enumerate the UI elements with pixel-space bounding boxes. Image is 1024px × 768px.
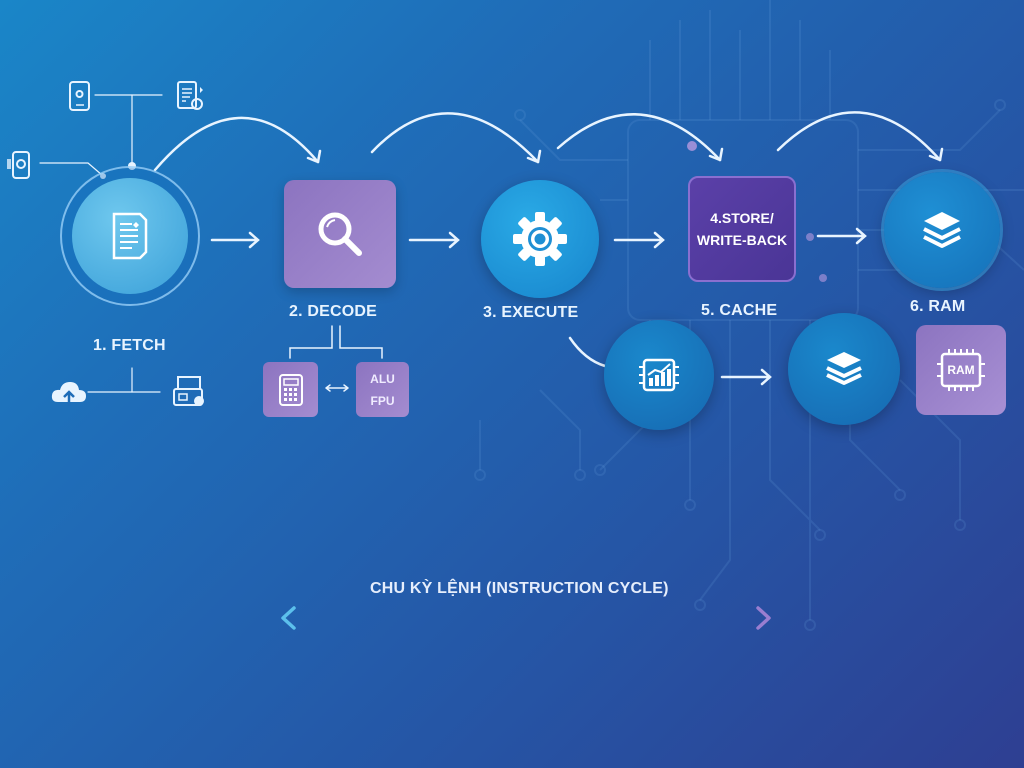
document-icon [112, 212, 148, 260]
chip-chart-node[interactable] [604, 320, 714, 430]
writeback-label: WRITE-BACK [696, 232, 788, 248]
fpu-label: FPU [370, 393, 395, 408]
step-label-execute: 3. EXECUTE [483, 304, 579, 321]
chip-chart-icon [639, 358, 679, 392]
step-label-fetch: 1. FETCH [93, 337, 166, 354]
alu-label: ALU [370, 371, 395, 386]
hard-drive-icon [69, 81, 90, 111]
ram-chip-label: RAM [947, 363, 975, 377]
fetch-node[interactable] [72, 178, 188, 294]
magnifier-icon [318, 212, 362, 256]
store-writeback-node[interactable]: 4.STORE/ WRITE-BACK [688, 176, 796, 282]
cycle-double-arrow [281, 606, 771, 630]
calculator-node[interactable] [263, 362, 318, 417]
step-label-ram: 6. RAM [910, 298, 966, 315]
diagram-title: CHU KỲ LỆNH (INSTRUCTION CYCLE) [370, 580, 669, 597]
ram-chip-icon [937, 349, 985, 391]
step-label-decode: 2. DECODE [289, 303, 378, 320]
cache-layers-node[interactable] [788, 313, 900, 425]
calculator-icon [278, 373, 303, 406]
step-label-cache: 5. CACHE [701, 302, 778, 319]
gear-icon [513, 212, 567, 266]
alu-fpu-node[interactable]: ALU FPU [356, 362, 409, 417]
layers-icon [826, 352, 862, 385]
cloud-upload-icon [51, 382, 86, 406]
phone-camera-icon [7, 151, 30, 179]
store-label: 4.STORE/ [710, 210, 774, 226]
fetch-ring [60, 166, 200, 306]
document-shield-icon [177, 81, 203, 110]
ram-node[interactable] [884, 172, 1000, 288]
ram-chip-node[interactable]: RAM [916, 325, 1006, 415]
decode-node[interactable] [284, 180, 396, 288]
execute-node[interactable] [481, 180, 599, 298]
printer-icon [173, 376, 204, 406]
layers-icon [923, 212, 961, 248]
